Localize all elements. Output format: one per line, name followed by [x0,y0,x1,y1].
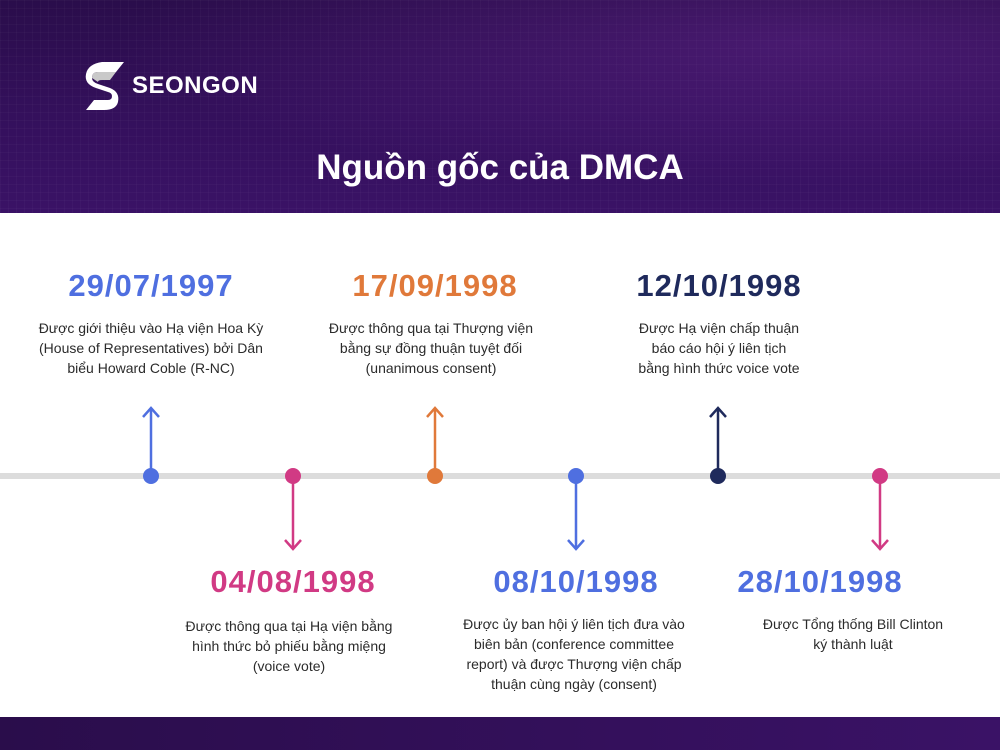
timeline-dot [710,468,726,484]
brand-logo: SEONGON [80,58,258,114]
timeline-dot [143,468,159,484]
event-description: Được thông qua tại Thượng viện bằng sự đ… [328,320,534,376]
timeline-dot [285,468,301,484]
timeline-dot [427,468,443,484]
event-description: Được Hạ viện chấp thuận báo cáo hội ý li… [638,320,800,376]
timeline-dot [568,468,584,484]
event-description: Được thông qua tại Hạ viện bằng hình thứ… [185,618,393,674]
event-date: 29/07/1997 [68,268,234,303]
seongon-logo-icon [85,62,124,110]
footer-band [0,717,1000,750]
arrow-down-icon [284,482,302,551]
arrow-up-icon [426,406,444,471]
header-banner [0,0,1000,213]
page-title: Nguồn gốc của DMCA [316,148,684,187]
arrow-down-icon [871,482,889,551]
event-date: 17/09/1998 [352,268,518,303]
timeline-axis [0,473,1000,479]
event-description: Được Tổng thống Bill Clinton ký thành lu… [762,616,944,652]
event-date: 28/10/1998 [737,564,903,599]
arrow-up-icon [709,406,727,471]
event-description: Được giới thiệu vào Hạ viện Hoa Kỳ (Hous… [38,320,264,376]
arrow-down-icon [567,482,585,551]
event-date: 08/10/1998 [493,564,659,599]
timeline-dot [872,468,888,484]
event-date: 12/10/1998 [636,268,802,303]
arrow-up-icon [142,406,160,471]
event-date: 04/08/1998 [210,564,376,599]
brand-name: SEONGON [132,72,259,99]
event-description: Được ủy ban hội ý liên tịch đưa vào biên… [463,616,685,692]
